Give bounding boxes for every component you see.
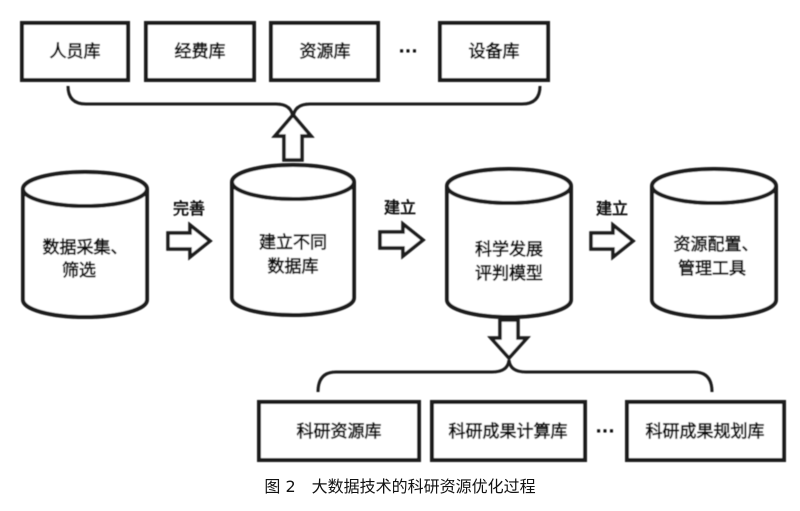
top-box-label: 人员库 (50, 41, 101, 62)
bottom-box-label: 科研资源库 (297, 421, 382, 442)
bottom-ellipsis: ··· (595, 422, 614, 442)
top-box-label: 资源库 (300, 41, 351, 62)
arrow-label: 建立 (596, 199, 628, 218)
down-hollow-arrow (487, 318, 531, 361)
cylinder-label-line1: 资源配置、 (674, 234, 759, 255)
bottom-box-results-computation: 科研成果计算库 (430, 400, 587, 462)
cylinder-build-databases: 建立不同 数据库 (230, 163, 356, 317)
top-box-resource: 资源库 (269, 21, 380, 82)
arrow-label: 建立 (384, 198, 416, 217)
bottom-box-label: 科研成果计算库 (449, 421, 568, 442)
up-hollow-arrow (271, 112, 315, 162)
cylinder-label-line2: 筛选 (62, 260, 96, 281)
cylinder-data-collection: 数据采集、 筛选 (21, 170, 149, 319)
top-box-funding: 经费库 (144, 21, 256, 82)
bottom-brace (316, 359, 714, 393)
right-arrow-build-2: 建立 (589, 199, 636, 261)
cylinder-resource-tools: 资源配置、 管理工具 (650, 167, 778, 319)
cylinder-label-line1: 建立不同 (259, 232, 327, 253)
figure-caption: 图 2 大数据技术的科研资源优化过程 (264, 477, 535, 496)
cylinder-label-line2: 数据库 (268, 256, 319, 277)
right-arrow-improve: 完善 (166, 199, 213, 261)
cylinder-label-line1: 数据采集、 (43, 237, 128, 258)
top-box-label: 经费库 (175, 41, 226, 62)
top-box-label: 设备库 (469, 41, 520, 62)
cylinder-label-line2: 管理工具 (678, 258, 746, 279)
top-brace (66, 85, 542, 119)
cylinder-label-line2: 评判模型 (475, 263, 543, 284)
cylinder-evaluation-model: 科学发展 评判模型 (445, 167, 573, 319)
bottom-box-research-resources: 科研资源库 (257, 400, 421, 462)
bottom-box-results-planning: 科研成果规划库 (625, 400, 786, 462)
arrow-label: 完善 (173, 199, 205, 218)
top-box-personnel: 人员库 (20, 21, 130, 82)
top-box-equipment: 设备库 (438, 21, 550, 82)
cylinder-label-line1: 科学发展 (475, 239, 543, 260)
right-arrow-build-1: 建立 (378, 198, 426, 260)
top-ellipsis: ··· (398, 42, 417, 62)
bottom-box-label: 科研成果规划库 (646, 421, 765, 442)
